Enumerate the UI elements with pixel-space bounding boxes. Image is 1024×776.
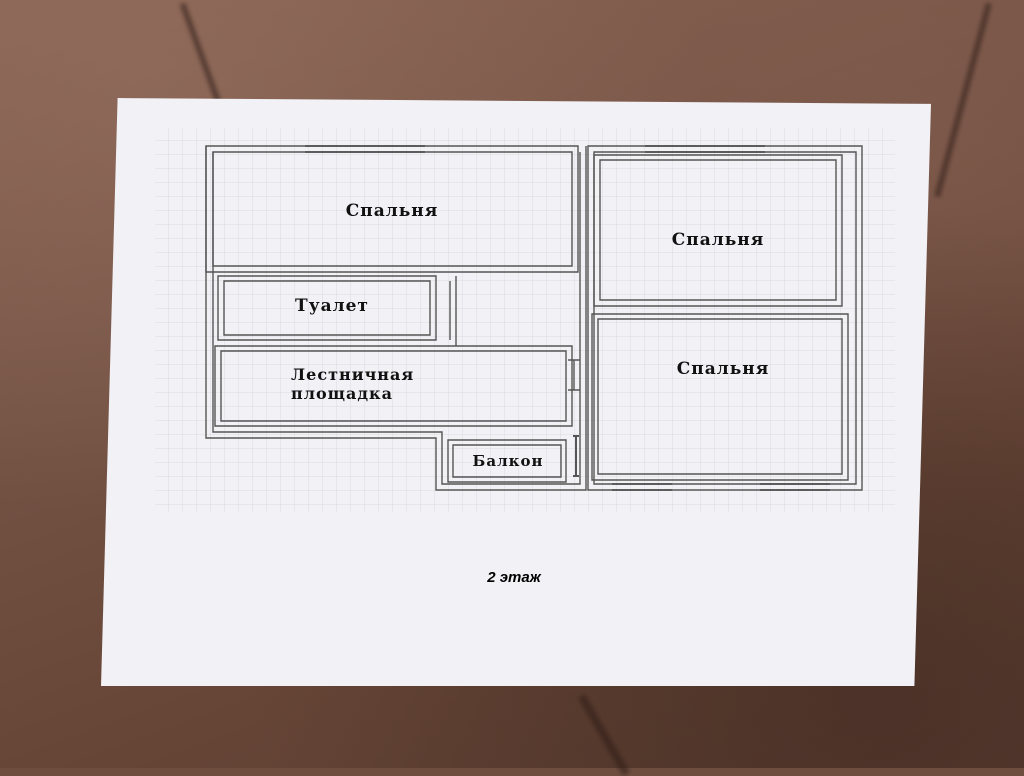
room-label-bedroom-top-left: Спальня bbox=[346, 201, 439, 221]
room-label-bedroom-bottom-right: Спальня bbox=[677, 359, 770, 379]
floor-caption: 2 этаж bbox=[486, 569, 541, 586]
room-label-landing-line2: площадка bbox=[291, 384, 393, 403]
grid-backdrop bbox=[155, 128, 895, 512]
room-label-balcony: Балкон bbox=[473, 452, 544, 470]
room-label-landing-line1: Лестничная bbox=[291, 365, 414, 384]
room-label-bedroom-top-right: Спальня bbox=[672, 230, 765, 250]
walls bbox=[205, 145, 863, 491]
windows bbox=[305, 145, 830, 491]
room-label-toilet: Туалет bbox=[295, 296, 369, 316]
